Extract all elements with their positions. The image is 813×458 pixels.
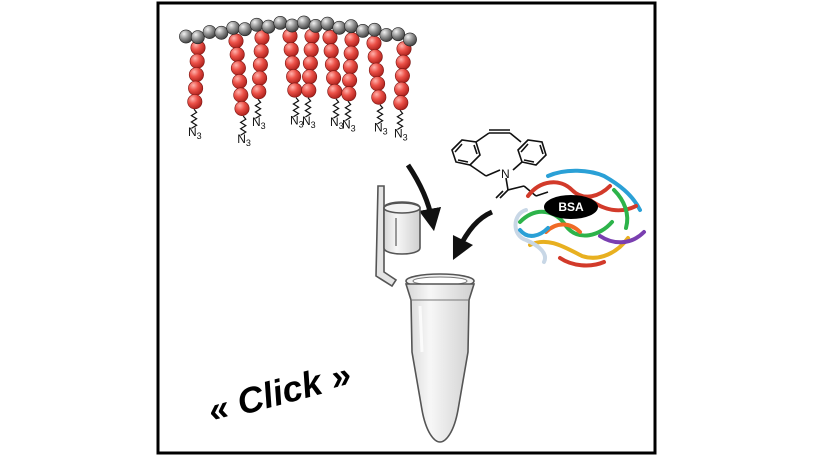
backbone-bead — [403, 32, 417, 47]
chain-bead — [342, 72, 358, 88]
chain-bead — [344, 32, 360, 48]
chain-bead — [286, 69, 302, 85]
chain-bead — [301, 82, 317, 98]
chain-bead — [394, 81, 410, 97]
chain-bead — [252, 70, 268, 86]
backbone-bead — [332, 20, 347, 35]
chain-bead — [371, 89, 387, 105]
arrow-icon — [452, 209, 494, 261]
azide-subscript: 3 — [246, 138, 251, 148]
chain-bead — [229, 46, 245, 62]
backbone-bead — [296, 15, 311, 30]
chain-bead — [395, 54, 411, 70]
chain-bead — [228, 33, 244, 49]
chain-linker — [190, 108, 198, 129]
azide-subscript: 3 — [403, 132, 408, 142]
chain-bead — [302, 69, 318, 85]
backbone-bead — [179, 29, 193, 44]
backbone-bead — [320, 16, 335, 31]
azide-subscript: 3 — [351, 123, 356, 133]
chain-bead — [302, 55, 318, 71]
chain-bead — [366, 35, 382, 51]
backbone-bead — [190, 30, 205, 45]
chain-bead — [370, 76, 386, 92]
backbone-bead — [237, 22, 252, 37]
chain-bead — [394, 68, 410, 84]
backbone-bead — [355, 23, 370, 38]
chain-bead — [368, 62, 384, 78]
backbone-bead — [226, 20, 241, 35]
chain-linker — [376, 104, 384, 125]
azide-subscript: 3 — [339, 121, 344, 131]
azide-subscript: 3 — [261, 121, 266, 131]
chain-bead — [188, 67, 204, 83]
chain-linker — [344, 100, 352, 122]
chain-bead — [303, 42, 319, 58]
chain-bead — [343, 45, 359, 61]
chain-bead — [323, 43, 339, 59]
azide-subscript: 3 — [311, 120, 316, 130]
chain-linker — [396, 109, 404, 131]
chain-bead — [342, 59, 358, 75]
chain-linker — [332, 98, 340, 119]
chain-bead — [341, 86, 357, 102]
chain-bead — [324, 56, 340, 72]
backbone-bead — [249, 17, 264, 32]
backbone-bead — [261, 19, 276, 34]
chain-bead — [233, 87, 249, 103]
chain-bead — [189, 53, 205, 69]
azide-subscript: 3 — [197, 131, 202, 141]
chain-bead — [187, 94, 203, 110]
chain-bead — [284, 55, 300, 71]
bsa-protein-icon — [513, 168, 646, 268]
chain-bead — [367, 49, 383, 65]
chain-bead — [253, 43, 269, 59]
backbone-bead — [344, 19, 358, 34]
chain-bead — [326, 70, 342, 86]
backbone-bead — [379, 28, 394, 42]
azide-subscript: 3 — [383, 127, 388, 137]
backbone-bead — [273, 15, 288, 30]
backbone-bead — [367, 22, 382, 37]
chain-linker — [304, 97, 312, 118]
chain-bead — [287, 82, 303, 98]
chain-linker — [254, 98, 262, 119]
arrow-icon — [405, 163, 442, 232]
backbone-bead — [214, 25, 229, 40]
dbco-linker-icon — [451, 129, 549, 199]
chain-linker — [239, 115, 247, 136]
chain-linker — [292, 97, 300, 118]
backbone-bead — [202, 25, 217, 39]
chain-bead — [234, 101, 250, 117]
azide-subscript: 3 — [299, 120, 304, 130]
chain-bead — [393, 95, 409, 111]
chain-bead — [251, 84, 267, 100]
backbone-bead — [391, 27, 406, 42]
linker-n-label: N — [501, 167, 510, 181]
eppendorf-tube-icon — [375, 185, 476, 443]
backbone-bead — [285, 18, 299, 33]
chain-bead — [188, 80, 204, 96]
bsa-label: BSA — [558, 200, 584, 214]
backbone-bead — [308, 18, 323, 33]
chain-bead — [327, 83, 343, 99]
chain-bead — [232, 74, 248, 90]
chain-bead — [252, 57, 268, 73]
chain-bead — [230, 60, 246, 76]
bsa-badge — [544, 195, 598, 219]
chain-bead — [283, 42, 299, 58]
